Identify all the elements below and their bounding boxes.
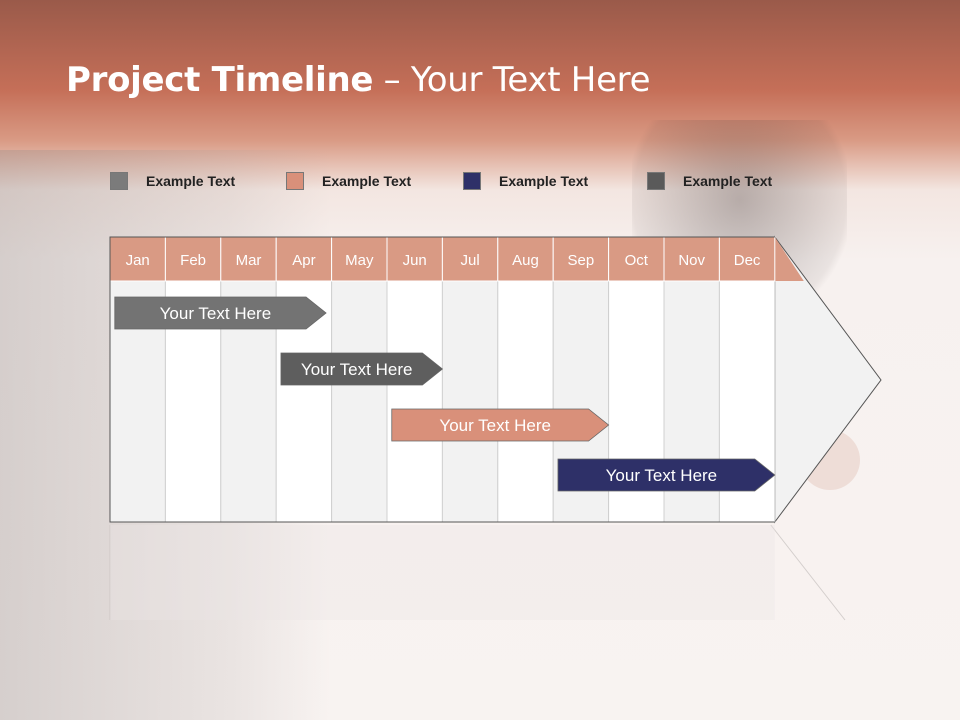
month-column [441, 280, 499, 523]
month-header-cell [718, 236, 776, 282]
reflection-arrow-edge [770, 524, 846, 621]
month-column [386, 280, 443, 523]
month-header-cell [441, 236, 499, 282]
legend-item-1: Example Text [110, 170, 235, 192]
legend-item-4: Example Text [647, 170, 772, 192]
title-bold: Project Timeline [66, 60, 374, 100]
legend-item-2: Example Text [286, 170, 411, 192]
month-header-cell [109, 236, 166, 282]
month-column [497, 280, 554, 523]
task-label: Your Text Here [301, 360, 413, 379]
month-header-cell [275, 236, 333, 282]
legend-swatch [463, 172, 481, 190]
legend-label: Example Text [146, 173, 236, 189]
legend-swatch [647, 172, 665, 190]
month-label: Dec [734, 252, 761, 269]
reflection-area [110, 525, 775, 620]
month-header-cell [497, 236, 554, 282]
month-label: Oct [625, 252, 649, 269]
title-rest: – Your Text Here [373, 60, 651, 100]
month-label: Jul [461, 252, 480, 269]
timeline-arrow-header-tip [774, 237, 804, 281]
legend-item-3: Example Text [463, 170, 588, 192]
legend-label: Example Text [683, 173, 773, 189]
legend-label: Example Text [499, 173, 589, 189]
legend-swatch [110, 172, 128, 190]
month-label: Jun [403, 252, 427, 269]
month-header-cell [331, 236, 388, 282]
task-arrow [114, 296, 327, 330]
task-label: Your Text Here [439, 416, 551, 435]
slide-title: Project Timeline – Your Text Here [66, 60, 651, 100]
month-label: Apr [292, 252, 315, 269]
timeline-border [109, 236, 775, 523]
legend-label: Example Text [322, 173, 412, 189]
task-label: Your Text Here [160, 304, 272, 323]
month-label: Jan [126, 252, 150, 269]
month-label: Feb [180, 252, 206, 269]
month-label: Aug [512, 252, 539, 269]
month-label: Nov [678, 252, 705, 269]
month-label: Mar [236, 252, 262, 269]
month-label: May [345, 252, 374, 269]
task-label: Your Text Here [606, 466, 718, 485]
legend-swatch [286, 172, 304, 190]
month-header-cell [552, 236, 610, 282]
task-arrow [280, 352, 444, 386]
month-header-cell [663, 236, 720, 282]
month-label: Sep [568, 252, 595, 269]
month-header-cell [220, 236, 277, 282]
month-column [331, 280, 388, 523]
task-arrow [557, 458, 776, 492]
task-arrow [391, 408, 610, 442]
